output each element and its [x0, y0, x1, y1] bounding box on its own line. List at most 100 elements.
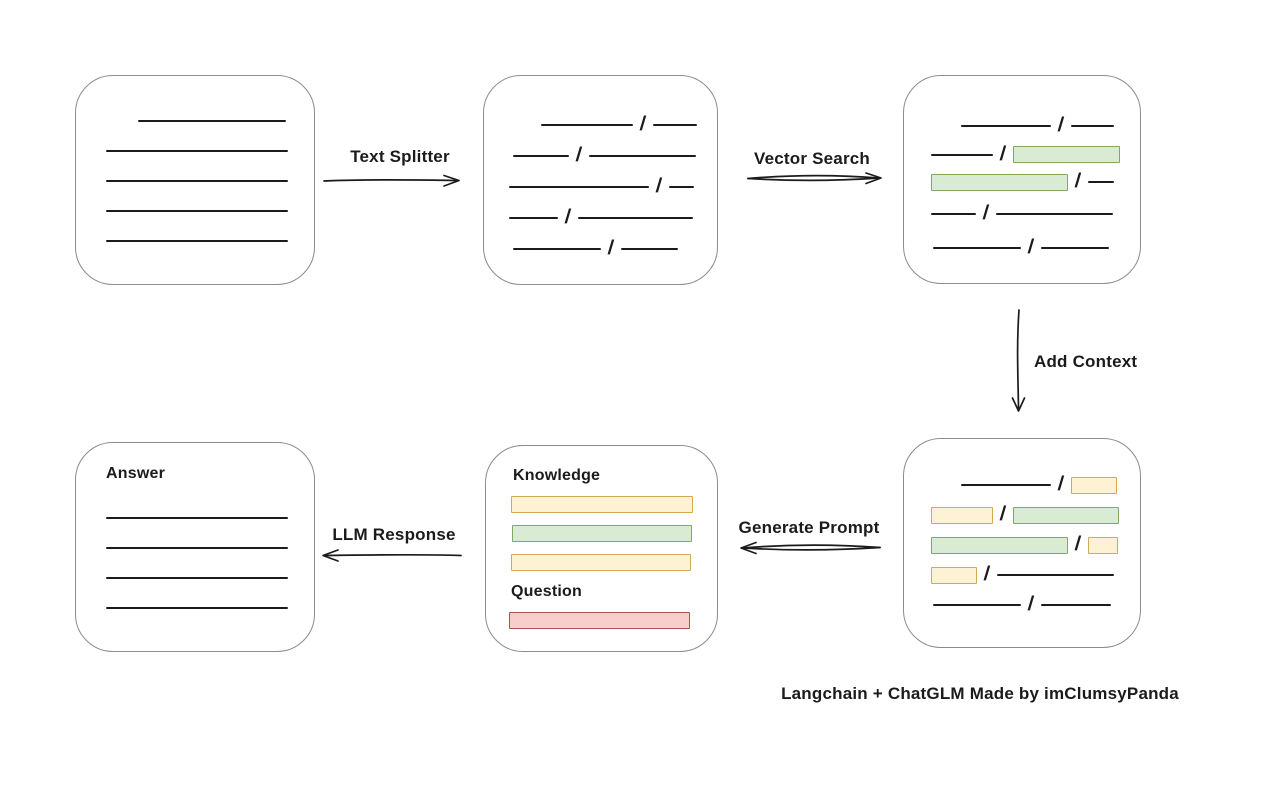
- slash-separator: /: [1056, 114, 1065, 136]
- knowledge-label: Knowledge: [513, 466, 601, 484]
- text-line: [509, 216, 558, 219]
- yellow-chunk: [1087, 536, 1118, 554]
- generate-prompt-arrow-icon: [740, 541, 881, 555]
- slash-separator: /: [654, 174, 663, 197]
- text-line: [106, 240, 288, 242]
- add-context-label: Add Context: [1034, 352, 1138, 371]
- green-chunk: [931, 173, 1068, 191]
- text-line: [106, 210, 288, 212]
- box-row: [106, 563, 314, 593]
- box-row: [511, 490, 717, 519]
- green-chunk: [1012, 146, 1120, 163]
- box-row: /: [931, 500, 1140, 530]
- split-chunks-box: / / / / /: [483, 75, 718, 285]
- llm-response-label: LLM Response: [332, 525, 456, 544]
- text-line: [995, 213, 1113, 215]
- box-row: [138, 106, 314, 136]
- text-line: [513, 154, 569, 157]
- text-line: [1087, 181, 1114, 183]
- answer-box: Answer: [75, 442, 315, 652]
- text-line: [106, 547, 288, 549]
- box-row: /: [509, 202, 717, 233]
- box-row: /: [931, 196, 1140, 232]
- box-row: /: [961, 111, 1140, 141]
- answer-label: Answer: [106, 465, 165, 482]
- slash-separator: /: [1073, 170, 1082, 192]
- text-line: [1070, 125, 1114, 127]
- box-row: /: [541, 109, 717, 140]
- green-chunk: [1012, 506, 1119, 524]
- box-row: Answer: [106, 459, 314, 489]
- box-row: /: [933, 590, 1140, 620]
- text-line: [961, 125, 1051, 127]
- text-line: [513, 247, 601, 250]
- slash-separator: /: [563, 205, 572, 228]
- slash-separator: /: [1026, 235, 1035, 258]
- llm-response-arrow-icon: [322, 549, 462, 562]
- slash-separator: /: [982, 563, 991, 585]
- text-line: [931, 213, 976, 215]
- text-line: [996, 574, 1114, 576]
- text-line: [620, 247, 678, 250]
- text-line: [1040, 604, 1111, 606]
- vector-search-label: Vector Search: [754, 149, 870, 168]
- text-line: [106, 607, 288, 609]
- box-row: [512, 519, 717, 548]
- text-line: [138, 120, 286, 122]
- box-row: [106, 136, 314, 166]
- box-row: Question: [511, 577, 717, 606]
- slash-separator: /: [574, 143, 583, 166]
- box-row: [106, 489, 314, 503]
- slash-separator: /: [638, 112, 647, 135]
- slash-separator: /: [1026, 593, 1035, 615]
- text-line: [106, 180, 288, 182]
- yellow-chunk: [1070, 476, 1117, 494]
- box-row: /: [513, 140, 717, 171]
- question-label: Question: [511, 582, 582, 600]
- slash-separator: /: [1073, 533, 1082, 555]
- box-row: [509, 606, 717, 635]
- box-row: [106, 533, 314, 563]
- box-row: /: [931, 168, 1140, 196]
- text-line: [931, 153, 993, 156]
- green-chunk: [931, 536, 1068, 554]
- text-line: [933, 246, 1021, 249]
- yellow-chunk: [511, 496, 693, 513]
- yellow-chunk: [511, 554, 691, 571]
- yellow-chunk: [931, 506, 993, 524]
- box-row: [106, 196, 314, 226]
- box-row: /: [961, 470, 1140, 500]
- box-row: [511, 548, 717, 577]
- text-line: [509, 185, 649, 188]
- text-line: [577, 216, 693, 219]
- text-splitter-label: Text Splitter: [350, 147, 450, 166]
- text-line: [541, 123, 633, 126]
- box-row: [106, 503, 314, 533]
- box-row: [106, 166, 314, 196]
- slash-separator: /: [998, 503, 1007, 525]
- box-row: /: [931, 560, 1140, 590]
- text-line: [588, 154, 696, 157]
- text-line: [933, 604, 1021, 606]
- slash-separator: /: [981, 202, 990, 224]
- text-line: [652, 123, 697, 126]
- box-row: /: [931, 141, 1140, 168]
- box-row: /: [509, 171, 717, 202]
- credit-text: Langchain + ChatGLM Made by imClumsyPand…: [781, 684, 1179, 703]
- text-line: [106, 517, 288, 519]
- text-line: [668, 185, 694, 188]
- text-line: [106, 577, 288, 579]
- box-row: /: [933, 232, 1140, 263]
- yellow-chunk: [931, 566, 977, 584]
- box-row: /: [513, 233, 717, 264]
- box-row: [106, 226, 314, 256]
- context-chunks-box: / / / / /: [903, 438, 1141, 648]
- add-context-arrow-icon: [1011, 309, 1026, 412]
- text-line: [1040, 246, 1109, 249]
- source-document-box: [75, 75, 315, 285]
- text-splitter-arrow-icon: [323, 174, 460, 187]
- box-row: [106, 593, 314, 623]
- vector-search-arrow-icon: [747, 172, 882, 185]
